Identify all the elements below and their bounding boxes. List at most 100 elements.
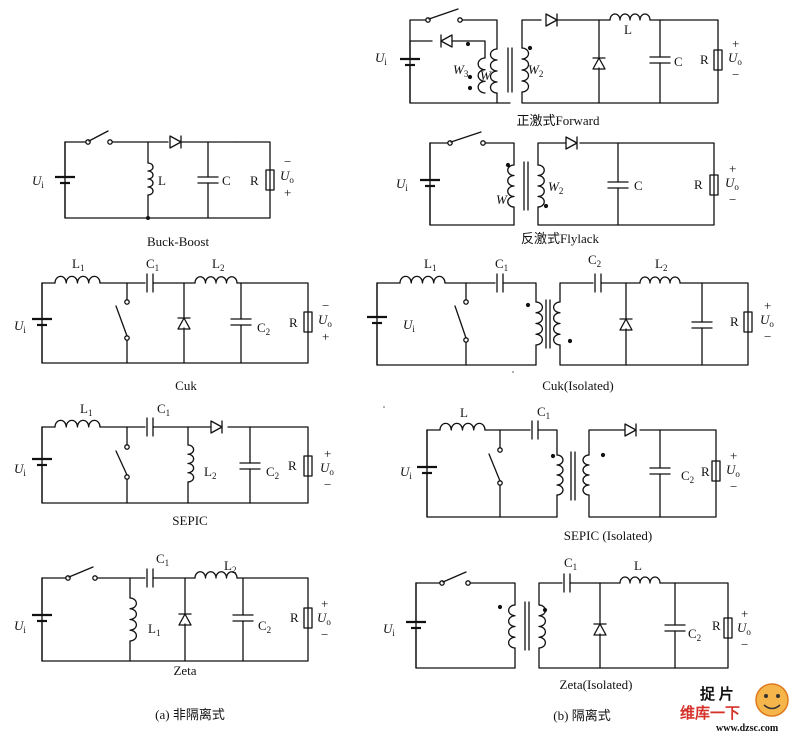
caption-group-a: (a) 非隔离式 [155,707,225,722]
wire [461,19,498,50]
polarity-dot [497,604,503,610]
switch-contact [439,580,445,586]
inductor-label-l1: L1 [72,256,84,273]
resistor [713,49,723,71]
inductor-coil [439,422,486,431]
inductor-coil [619,576,661,584]
wire [538,582,563,606]
capacitor-label-c1: C1 [537,404,550,421]
polarity-dot [467,85,473,91]
output-voltage-label: Uo [320,460,334,477]
wire [429,142,515,226]
switch-contact [124,299,130,305]
resistor [723,617,733,639]
output-voltage-label: Uo [760,312,774,329]
resistor-label: R [712,618,721,633]
inductor-coil [477,57,486,94]
diode-triangle [545,13,558,27]
switch-blade [428,8,459,20]
switch-blade [68,566,94,578]
minus-sign: − [324,477,331,492]
switch-contact [497,447,503,453]
inductor-coil [507,604,516,649]
input-voltage-label: Ui [375,50,387,67]
diode-triangle [565,136,578,150]
caption-buck-boost: Buck-Boost [147,234,210,249]
output-voltage-label: Uo [318,312,332,329]
watermark-face-icon [755,683,789,717]
caption-zeta: Zeta [173,663,196,678]
minus-sign: − [741,637,748,652]
wire [537,429,558,456]
wire [469,582,516,606]
inductor-label-l1: L1 [424,256,436,273]
capacitor-label-c1: C1 [495,256,508,273]
inductor-coil [552,301,561,346]
capacitor-label-c1: C1 [146,256,159,273]
resistor [303,311,313,333]
polarity-dot [525,302,531,308]
inductor-coil [538,604,547,649]
resistor-label: R [701,464,710,479]
input-voltage-label: Ui [400,464,412,481]
plus-sign: + [732,36,739,51]
wire [559,282,594,303]
minus-sign: − [284,154,291,169]
wire [451,40,486,59]
plus-sign: + [284,185,291,200]
switch-blade [115,305,128,337]
inductor-coil [582,454,590,496]
winding-label-w3: W3 [453,62,469,79]
inductor-label-l2: L2 [655,256,667,273]
switch-contact [85,139,91,145]
inductor-label: L [158,173,166,188]
switch-contact [65,575,71,581]
minus-sign: − [764,329,771,344]
resistor [303,455,313,477]
stray-mark [383,406,385,408]
inductor-label-l2: L2 [204,464,216,481]
inductor-coil [507,164,515,208]
watermark-top-text: 捉 片 [700,685,734,703]
polarity-dot [527,45,533,51]
minus-sign: − [729,192,736,207]
watermark-eye [776,694,780,698]
inductor-coil [194,276,238,284]
plus-sign: + [324,446,331,461]
inductor-coil [609,13,651,21]
stray-mark [512,371,514,373]
wire [521,19,542,49]
resistor [709,174,719,196]
polarity-dot [505,162,511,168]
winding-label-w2: W2 [548,179,563,196]
inductor-label: L [460,405,468,420]
wire [484,142,515,166]
polarity-dot [465,41,471,47]
wire [41,282,309,364]
resistor-label: R [694,177,703,192]
capacitor-label: C [222,173,231,188]
plus-sign: + [729,161,736,176]
winding-label-w: W [496,192,508,207]
switch-contact [463,299,469,305]
inductor-label: L [624,22,632,37]
wire [376,282,537,366]
resistor-label: R [288,458,297,473]
resistor-label: R [250,173,259,188]
minus-sign: − [732,67,739,82]
wire [588,429,625,456]
capacitor-label-c2: C2 [266,464,279,481]
capacitor-label-c2: C2 [258,618,271,635]
resistor [265,169,275,191]
output-voltage-label: Uo [725,175,739,192]
diode-triangle [169,135,182,149]
polarity-dot [543,203,549,209]
watermark-main-text: 维库一下 [680,704,740,722]
inductor-coil [129,597,138,642]
wire [415,582,516,669]
capacitor-label-c1: C1 [156,551,169,568]
resistor-label: R [700,52,709,67]
inductor-coil [639,276,681,284]
switch-blade [488,453,501,482]
plus-sign: + [322,329,329,344]
